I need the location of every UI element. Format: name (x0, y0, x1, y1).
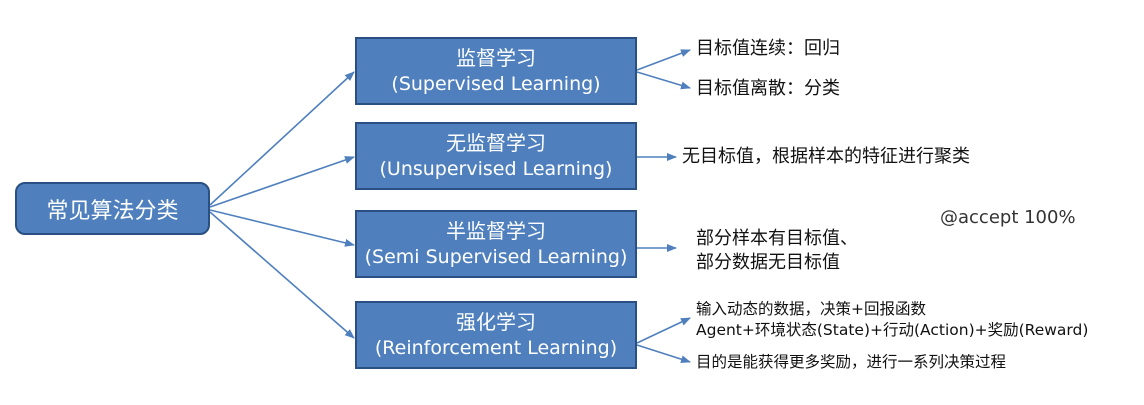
category-unsupervised-en: (Unsupervised Learning) (379, 158, 613, 180)
note-semi-line1: 部分样本有目标值、 (696, 228, 858, 249)
arrow-supervised-to-classification (636, 71, 691, 90)
category-supervised-zh: 监督学习 (456, 46, 536, 70)
category-supervised: 监督学习 (Supervised Learning) (355, 37, 637, 105)
note-classification: 目标值离散：分类 (696, 78, 840, 99)
category-supervised-en: (Supervised Learning) (391, 73, 601, 95)
note-reinforcement-components: Agent+环境状态(State)+行动(Action)+奖励(Reward) (696, 321, 1089, 339)
note-clustering: 无目标值，根据样本的特征进行聚类 (682, 146, 970, 167)
note-regression: 目标值连续：回归 (696, 38, 840, 59)
arrow-reinforcement-to-goal (636, 344, 691, 364)
arrow-root-to-reinforcement (209, 211, 355, 339)
category-unsupervised: 无监督学习 (Unsupervised Learning) (355, 122, 637, 190)
note-reinforcement-input: 输入动态的数据，决策+回报函数 (696, 300, 926, 318)
category-unsupervised-zh: 无监督学习 (446, 131, 546, 155)
category-reinforcement-zh: 强化学习 (456, 310, 536, 334)
category-reinforcement: 强化学习 (Reinforcement Learning) (355, 301, 637, 369)
watermark-credit: @accept 100% (940, 207, 1076, 228)
arrow-supervised-to-regression (636, 49, 691, 71)
arrow-root-to-supervised (209, 71, 355, 206)
category-reinforcement-en: (Reinforcement Learning) (374, 337, 618, 359)
arrow-reinforcement-to-input (636, 317, 691, 344)
category-semi-zh: 半监督学习 (446, 219, 546, 243)
arrow-root-to-semi (209, 209, 355, 247)
note-semi-line2: 部分数据无目标值 (696, 252, 840, 273)
root-label: 常见算法分类 (46, 198, 179, 224)
root-node: 常见算法分类 (15, 182, 210, 235)
arrow-root-to-unsupervised (209, 156, 355, 208)
note-reinforcement-goal: 目的是能获得更多奖励，进行一系列决策过程 (696, 353, 1007, 371)
category-semi-en: (Semi Supervised Learning) (364, 246, 628, 268)
category-semi-supervised: 半监督学习 (Semi Supervised Learning) (355, 210, 637, 278)
